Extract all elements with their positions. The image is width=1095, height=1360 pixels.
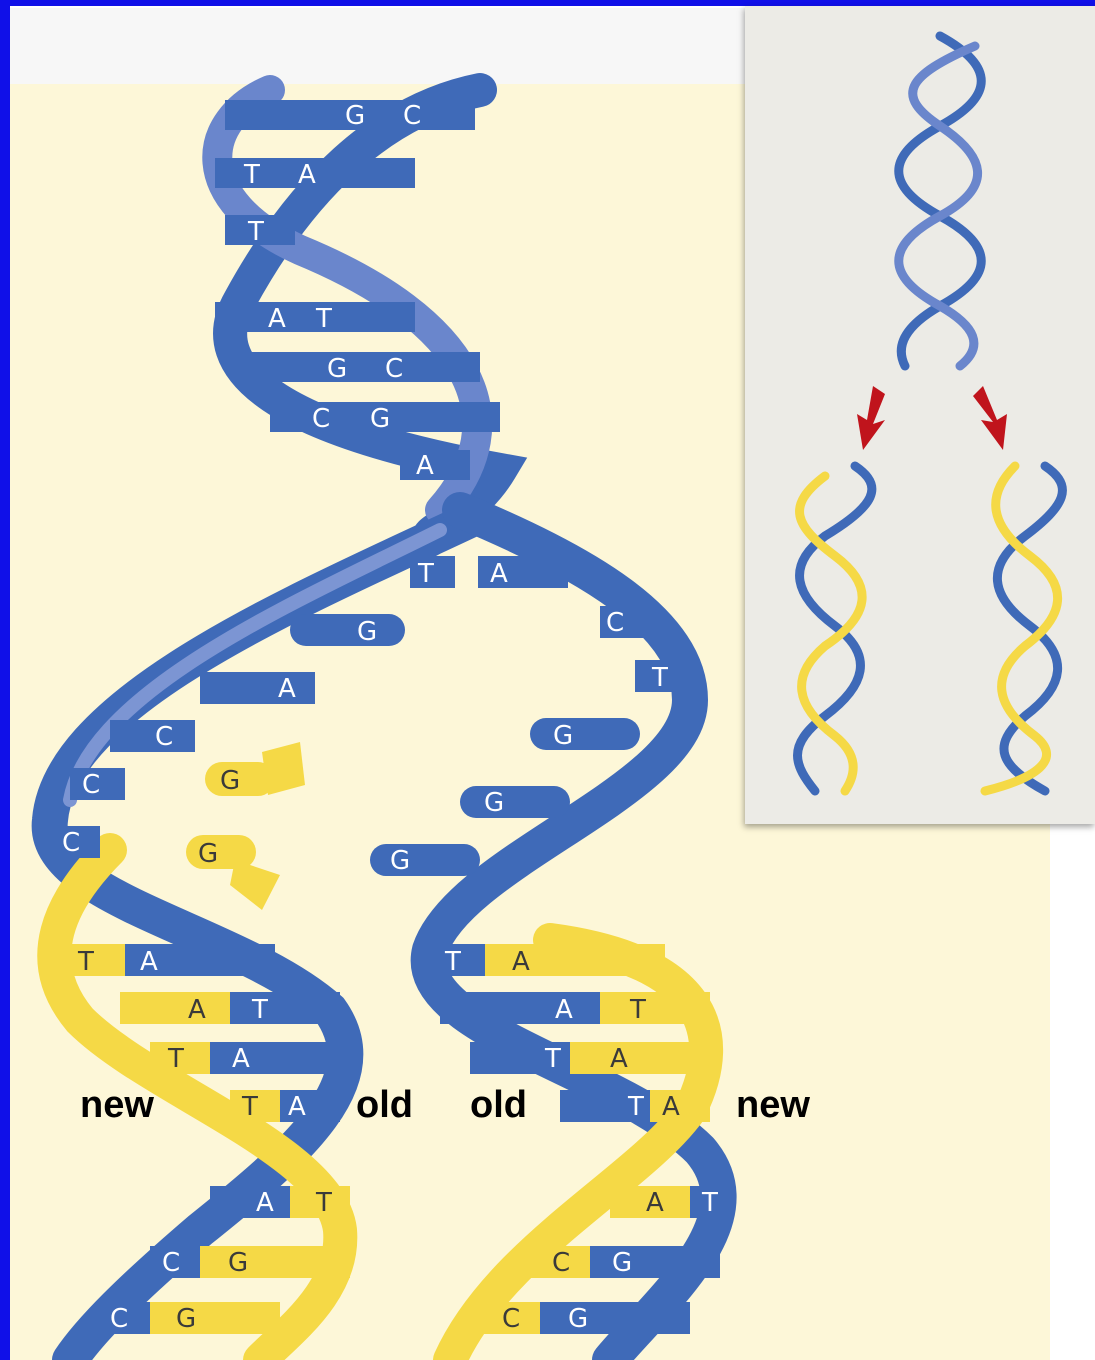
- label-old-left: old: [356, 1084, 413, 1126]
- base-letter: T: [77, 947, 94, 977]
- base-letter: A: [416, 451, 434, 481]
- base-letter: T: [251, 995, 268, 1025]
- fork-base-letter: G: [553, 721, 573, 751]
- fork-base-letter: G: [357, 617, 377, 647]
- overview-inset: [745, 6, 1095, 824]
- overview-daughter-left: [798, 466, 872, 791]
- base-letter: T: [444, 947, 461, 977]
- label-new-right: new: [736, 1084, 810, 1126]
- base-letter: A: [288, 1092, 306, 1122]
- base-letter: G: [345, 101, 365, 131]
- base-letter: T: [315, 304, 332, 334]
- base-letter: T: [247, 217, 264, 247]
- base-letter: T: [167, 1044, 184, 1074]
- base-letter: C: [385, 354, 403, 384]
- base-letter: G: [327, 354, 347, 384]
- base-letter: C: [110, 1304, 128, 1334]
- base-letter: C: [312, 404, 330, 434]
- label-new-left: new: [80, 1084, 154, 1126]
- base-letter: T: [315, 1188, 332, 1218]
- fork-base-letter: G: [484, 788, 504, 818]
- free-base-letter: G: [220, 766, 240, 796]
- base-letter: C: [502, 1304, 520, 1334]
- overview-parent-helix: [899, 36, 982, 366]
- base-letter: A: [512, 947, 530, 977]
- fork-base-letter: C: [606, 608, 624, 638]
- fork-base-letter: T: [417, 559, 434, 589]
- base-letter: G: [176, 1304, 196, 1334]
- base-letter: G: [612, 1248, 632, 1278]
- base-letter: G: [228, 1248, 248, 1278]
- base-letter: A: [188, 995, 206, 1025]
- left-old-strand: [50, 520, 470, 1360]
- free-base-letter: G: [198, 839, 218, 869]
- base-letter: G: [568, 1304, 588, 1334]
- fork-base-letter: C: [62, 828, 80, 858]
- overview-arrow-left: [857, 386, 885, 450]
- base-letter: T: [243, 160, 260, 190]
- base-letter: A: [256, 1188, 274, 1218]
- label-old-right: old: [470, 1084, 527, 1126]
- base-letter: A: [555, 995, 573, 1025]
- base-letter: T: [701, 1188, 718, 1218]
- fork-base-letter: T: [651, 663, 668, 693]
- base-letter: G: [370, 404, 390, 434]
- base-letter: A: [610, 1044, 628, 1074]
- fork-base-letter: G: [390, 846, 410, 876]
- fork-base-letter: C: [82, 770, 100, 800]
- overview-daughter-right: [985, 466, 1062, 791]
- base-letter: C: [552, 1248, 570, 1278]
- base-letter: A: [268, 304, 286, 334]
- fork-base-letter: C: [155, 722, 173, 752]
- base-letter: A: [232, 1044, 250, 1074]
- base-letter: T: [627, 1092, 644, 1122]
- base-letter: A: [646, 1188, 664, 1218]
- base-letter: A: [662, 1092, 680, 1122]
- fork-base-letter: A: [490, 559, 508, 589]
- base-letter: T: [241, 1092, 258, 1122]
- overview-diagram: [745, 6, 1095, 824]
- overview-arrow-right: [973, 386, 1007, 450]
- base-letter: A: [298, 160, 316, 190]
- fork-base-letter: A: [278, 674, 296, 704]
- base-letter: C: [162, 1248, 180, 1278]
- base-letter: T: [629, 995, 646, 1025]
- base-letter: C: [403, 101, 421, 131]
- base-letter: A: [140, 947, 158, 977]
- base-letter: T: [544, 1044, 561, 1074]
